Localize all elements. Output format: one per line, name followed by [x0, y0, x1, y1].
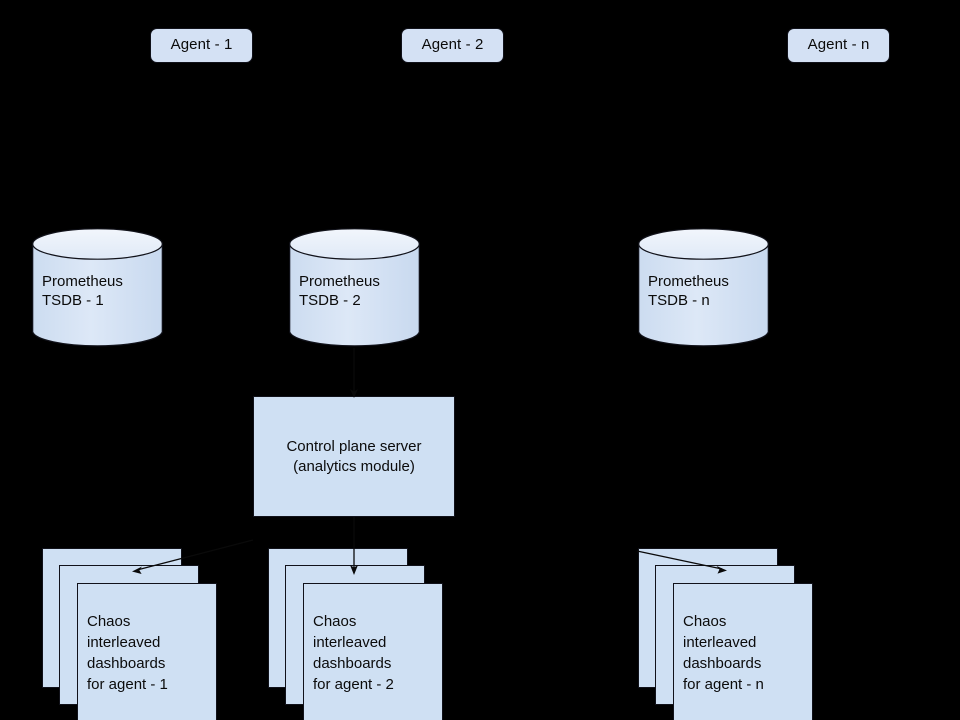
cylinder-icon — [638, 228, 769, 347]
cylinder-icon — [289, 228, 420, 347]
prometheus-tsdb-node-1[interactable]: Prometheus TSDB - 1 — [32, 228, 163, 348]
dashboard-stack-agent-n[interactable]: Chaos interleaved dashboards for agent -… — [638, 548, 813, 720]
prometheus-tsdb-node-2[interactable]: Prometheus TSDB - 2 — [289, 228, 420, 348]
prometheus-tsdb-node-n[interactable]: Prometheus TSDB - n — [638, 228, 769, 348]
connector-tsdb2-to-control-plane — [350, 348, 358, 398]
dashboard-card-front — [673, 583, 813, 720]
dashboard-stack-agent-1[interactable]: Chaos interleaved dashboards for agent -… — [42, 548, 217, 720]
agent-node-2-label: Agent - 2 — [421, 36, 484, 54]
control-plane-server-node[interactable]: Control plane server (analytics module) — [253, 396, 455, 517]
agent-node-1[interactable]: Agent - 1 — [150, 28, 253, 63]
agent-node-2[interactable]: Agent - 2 — [401, 28, 504, 63]
dashboard-card-front — [77, 583, 217, 720]
agent-node-1-label: Agent - 1 — [170, 36, 233, 54]
agent-node-n-label: Agent - n — [807, 36, 870, 54]
control-plane-server-label: Control plane server (analytics module) — [286, 437, 422, 475]
agent-node-n[interactable]: Agent - n — [787, 28, 890, 63]
cylinder-icon — [32, 228, 163, 347]
dashboard-stack-agent-2[interactable]: Chaos interleaved dashboards for agent -… — [268, 548, 443, 720]
dashboard-card-front — [303, 583, 443, 720]
